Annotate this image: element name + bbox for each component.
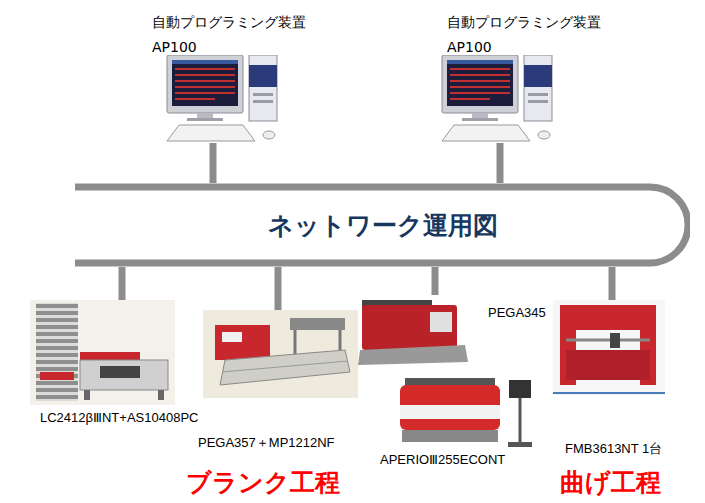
laser-machine-picture-part [36,303,78,401]
device-label: 自動プログラミング装置 AP100 [152,10,317,59]
turret-punch-picture-part [358,345,468,365]
machine-node: FMB3613NT 1台 [553,300,665,395]
network-bus: ネットワーク運用図 [75,183,690,267]
punch-loader-picture-part [222,332,242,342]
laser-machine-picture-part [84,390,90,400]
punch-loader-picture-part [203,310,358,398]
machine-label: FMB3613NT 1台 [565,440,662,458]
press-brake-picture-part [560,305,656,330]
press-brake-picture [553,300,665,395]
press-brake-picture-part [610,333,620,348]
process-label: 曲げ工程 [560,466,661,499]
laser-machine-picture-part [36,303,78,401]
laser-machine-picture-part [80,360,168,390]
bus-outline-path [75,187,688,263]
punch-loader-picture-part [215,325,270,360]
computer-picture [167,55,277,141]
punch-press-picture [400,378,532,447]
press-brake-picture-part [553,300,665,395]
computer-picture [442,55,552,141]
diagram-heading: ネットワーク運用図 [268,209,498,242]
punch-loader-picture [203,310,358,398]
turret-punch-picture-part [362,305,457,350]
turret-punch-picture [358,300,468,365]
network-cable [432,267,439,295]
laser-machine-picture-part [30,300,175,405]
press-brake-picture-part [553,392,665,394]
machine-node: LC2412βⅢNT+AS10408PC [30,300,175,405]
laser-machine-picture [30,300,175,405]
press-brake-picture-part [566,350,650,380]
punch-loader-picture-part [222,361,348,372]
laser-machine-picture-part [40,372,74,380]
punch-press-picture-part [519,398,522,443]
punch-press-picture-part [508,442,532,447]
network-cable [497,143,504,183]
network-cable [609,267,616,300]
process-label: ブランク工程 [186,466,340,499]
network-cable [119,267,126,300]
computer-node: 自動プログラミング装置 AP100 [440,55,555,143]
network-cable [275,267,282,310]
network-cable [210,143,217,183]
computer-node: 自動プログラミング装置 AP100 [165,55,280,143]
punch-press-picture-part [509,380,531,398]
punch-loader-picture-part [220,350,350,385]
punch-press-picture-part [400,385,500,430]
machine-label: LC2412βⅢNT+AS10408PC [40,410,198,425]
machine-label: PEGA357＋MP1212NF [198,434,335,452]
machine-node: PEGA357＋MP1212NF [203,310,358,398]
machine-label: APERIOⅢ255ECONT [380,452,505,467]
machine-node: PEGA345 [358,295,470,367]
punch-press-picture-part [402,430,498,442]
machine-label: PEGA345 [488,305,546,320]
turret-punch-picture-part [430,312,452,332]
press-brake-picture-part [566,339,650,342]
punch-press-picture-part [400,405,500,419]
device-label: 自動プログラミング装置 AP100 [447,10,612,59]
punch-loader-picture-part [290,318,345,330]
laser-machine-picture-part [100,366,140,378]
laser-machine-picture-part [158,390,164,400]
machine-node: APERIOⅢ255ECONT [395,368,540,450]
